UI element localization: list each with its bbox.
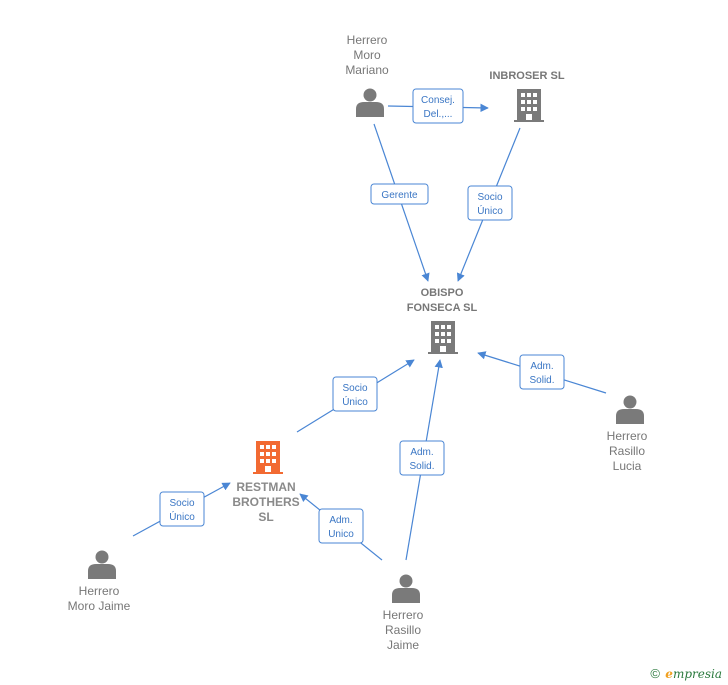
- person-icon: [88, 550, 116, 579]
- copyright-symbol: ©: [650, 666, 660, 681]
- edge-label-gerente[interactable]: Gerente: [370, 183, 429, 205]
- node-label-line: RESTMAN: [236, 480, 295, 494]
- svg-text:Socio: Socio: [169, 498, 194, 509]
- svg-text:Único: Único: [342, 395, 368, 408]
- node-label-line: Mariano: [345, 63, 389, 77]
- edge-label-socio-inbroser[interactable]: Socio Único: [467, 185, 513, 221]
- node-label-line: Herrero: [383, 608, 424, 622]
- node-label-line: Herrero: [607, 429, 648, 443]
- edge-label-consej[interactable]: Consej. Del.,...: [412, 88, 464, 124]
- svg-text:Consej.: Consej.: [421, 95, 455, 106]
- node-label-line: Rasillo: [385, 623, 421, 637]
- node-herrero-rasillo-lucia[interactable]: Herrero Rasillo Lucia: [607, 395, 648, 474]
- building-icon: [514, 89, 544, 122]
- svg-text:Adm.: Adm.: [329, 515, 352, 526]
- node-label-line: BROTHERS: [232, 495, 299, 509]
- node-inbroser[interactable]: INBROSER SL: [489, 70, 565, 122]
- node-herrero-rasillo-jaime[interactable]: Herrero Rasillo Jaime: [383, 574, 424, 653]
- node-obispo-fonseca[interactable]: OBISPO FONSECA SL: [407, 287, 478, 354]
- svg-text:Unico: Unico: [328, 529, 354, 540]
- node-restman-brothers[interactable]: RESTMAN BROTHERS SL: [232, 441, 300, 524]
- node-label-line: Jaime: [387, 638, 419, 652]
- node-label-line: SL: [258, 510, 273, 524]
- svg-text:Socio: Socio: [342, 383, 367, 394]
- edge-label-socio-restman-obispo[interactable]: Socio Único: [332, 376, 378, 412]
- node-label-line: Herrero: [79, 584, 120, 598]
- building-icon: [253, 441, 283, 474]
- node-herrero-moro-jaime[interactable]: Herrero Moro Jaime: [68, 550, 131, 614]
- svg-text:Solid.: Solid.: [529, 375, 554, 386]
- node-label-line: Herrero: [347, 33, 388, 47]
- svg-text:Solid.: Solid.: [409, 461, 434, 472]
- svg-text:Del.,...: Del.,...: [424, 109, 453, 120]
- brand-footer: © empresia: [650, 666, 722, 681]
- node-label-line: Rasillo: [609, 444, 645, 458]
- node-label-line: FONSECA SL: [407, 302, 478, 314]
- node-label-line: Lucia: [613, 459, 642, 473]
- edge-label-adm-solid-lucia[interactable]: Adm. Solid.: [519, 354, 565, 390]
- person-icon: [616, 395, 644, 424]
- node-label-line: OBISPO: [421, 287, 464, 299]
- svg-text:Adm.: Adm.: [410, 447, 433, 458]
- svg-text:Gerente: Gerente: [381, 190, 418, 201]
- edge-lines: [132, 103, 607, 561]
- person-icon: [392, 574, 420, 603]
- edge-label-adm-solid-jaime[interactable]: Adm. Solid.: [399, 440, 445, 476]
- brand-logo-text: mpresia: [672, 667, 722, 681]
- svg-text:Único: Único: [477, 204, 503, 217]
- brand-logo-initial: e: [665, 667, 673, 681]
- edge-label-socio-moro-jaime[interactable]: Socio Único: [159, 491, 205, 527]
- node-label-line: Moro: [353, 48, 381, 62]
- node-label-line: Moro Jaime: [68, 599, 131, 613]
- node-herrero-moro-mariano[interactable]: Herrero Moro Mariano: [345, 33, 389, 117]
- node-label-line: INBROSER SL: [489, 70, 564, 82]
- svg-text:Adm.: Adm.: [530, 361, 553, 372]
- svg-text:Único: Único: [169, 510, 195, 523]
- edge-label-adm-unico[interactable]: Adm. Unico: [318, 508, 364, 544]
- person-icon: [356, 88, 384, 117]
- svg-text:Socio: Socio: [477, 192, 502, 203]
- building-icon: [428, 321, 458, 354]
